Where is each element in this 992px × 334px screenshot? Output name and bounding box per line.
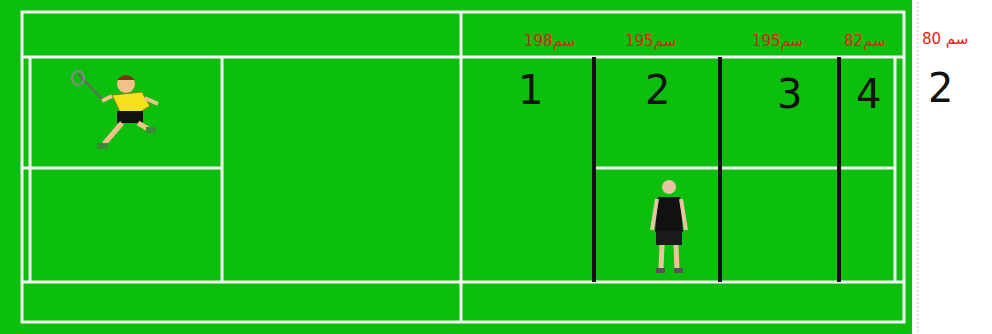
dimension-label: 80 سم bbox=[922, 32, 968, 47]
dimension-label: 195سم bbox=[625, 34, 676, 49]
court-ground bbox=[0, 0, 912, 334]
zone-number: 4 bbox=[856, 74, 881, 114]
dimension-label: 195سم bbox=[752, 34, 803, 49]
player-black bbox=[652, 180, 686, 273]
zone-number: 3 bbox=[777, 74, 802, 114]
dimension-label: 198سم bbox=[524, 34, 575, 49]
zone-number: 2 bbox=[928, 68, 953, 108]
player-yellow bbox=[72, 71, 158, 149]
court-lines bbox=[22, 12, 904, 322]
zone-dividers bbox=[594, 57, 839, 282]
zone-number: 1 bbox=[518, 70, 543, 110]
zone-number: 2 bbox=[645, 70, 670, 110]
edge-marker bbox=[918, 2, 919, 332]
dimension-label: 82سم bbox=[844, 34, 886, 49]
